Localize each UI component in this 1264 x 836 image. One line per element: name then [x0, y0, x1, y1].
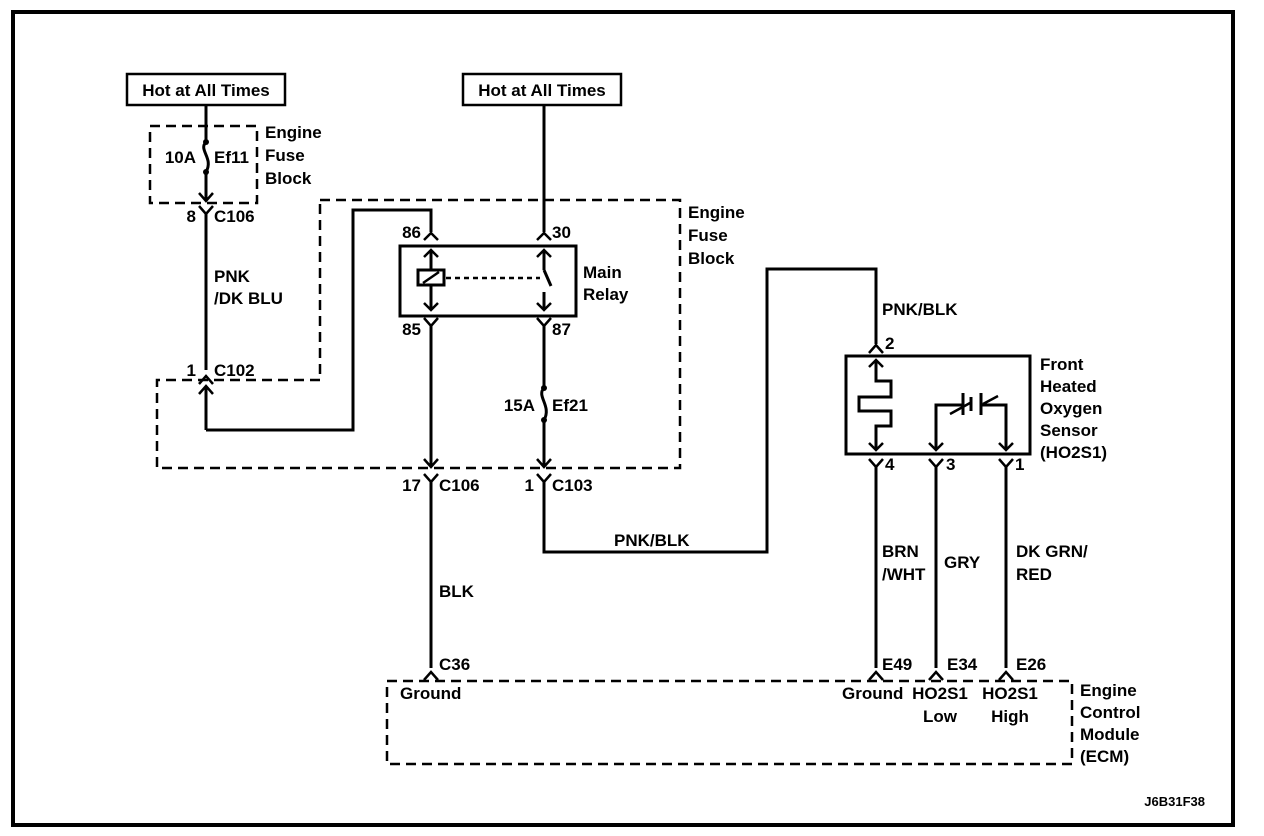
- connector-name: C106: [439, 476, 480, 495]
- sensor-pin: 2: [885, 334, 894, 353]
- ecm-terminal-label: Ground: [842, 684, 903, 703]
- ecm-terminal-label: HO2S1: [982, 684, 1038, 703]
- power-source-label: Hot at All Times: [478, 81, 606, 100]
- relay-label-line: Main: [583, 263, 622, 282]
- fuse-block-label-line: Engine: [265, 123, 322, 142]
- fuse-name: Ef11: [214, 148, 249, 167]
- relay-pin: 30: [552, 223, 571, 242]
- fuse-block-label-line: Engine: [688, 203, 745, 222]
- power-source-right: Hot at All Times: [461, 72, 623, 107]
- power-source-left: Hot at All Times: [125, 72, 287, 107]
- fuse-ef21: 15A Ef21: [504, 326, 588, 469]
- diagram-frame: [11, 10, 1235, 827]
- relay-pin: 86: [402, 223, 421, 242]
- connector-name: C103: [552, 476, 593, 495]
- connector-pin: 1: [187, 361, 196, 380]
- relay-pin: 85: [402, 320, 421, 339]
- sensor-label-line: Heated: [1040, 377, 1097, 396]
- wire-color-label: BRN: [882, 542, 919, 561]
- sensor-label-line: Front: [1040, 355, 1084, 374]
- ecm-terminal-label: Low: [923, 707, 958, 726]
- wire-color-label: BLK: [439, 582, 475, 601]
- wire-color-label: /WHT: [882, 565, 926, 584]
- fuse-rating: 15A: [504, 396, 535, 415]
- ecm-pin: E34: [947, 655, 978, 674]
- ecm-label-line: Engine: [1080, 681, 1137, 700]
- fuse-block-label-line: Block: [688, 249, 735, 268]
- sensor-label-line: Oxygen: [1040, 399, 1102, 418]
- fuse-rating: 10A: [165, 148, 196, 167]
- ecm-pin: C36: [439, 655, 470, 674]
- power-source-label: Hot at All Times: [142, 81, 270, 100]
- connector-name: C102: [214, 361, 255, 380]
- wire-color-label: PNK: [214, 267, 251, 286]
- wire-color-label: PNK/BLK: [614, 531, 690, 550]
- wire-color-label: DK GRN/: [1016, 542, 1088, 561]
- ecm-label-line: (ECM): [1080, 747, 1129, 766]
- ecm-pin: E49: [882, 655, 912, 674]
- wire-c103-to-sensor2: [542, 267, 878, 554]
- sensor-pin: 4: [885, 455, 895, 474]
- connector-c102-pin1: 1 C102: [187, 361, 255, 430]
- sensor-pin: 3: [946, 455, 955, 474]
- connector-name: C106: [214, 207, 255, 226]
- wire-color-label: /DK BLU: [214, 289, 283, 308]
- sensor-label-line: Sensor: [1040, 421, 1098, 440]
- wire-color-label: GRY: [944, 553, 981, 572]
- fuse-block-label-line: Fuse: [265, 146, 305, 165]
- connector-c106-pin8: 8 C106: [187, 205, 255, 370]
- engine-fuse-block-main: [155, 198, 682, 470]
- wire-color-label: PNK/BLK: [882, 300, 958, 319]
- engine-fuse-block-top: Engine Fuse Block: [148, 123, 322, 205]
- connector-pin: 1: [525, 476, 534, 495]
- sensor-pin: 1: [1015, 455, 1024, 474]
- ecm-terminal-label: Ground: [400, 684, 461, 703]
- fuse-ef11: 10A Ef11: [165, 105, 249, 203]
- connector-c106-pin17: 17 C106: [402, 473, 480, 668]
- wire-c102-to-relay86: [206, 208, 433, 432]
- engine-control-module: C36 Ground E49 Ground E34 HO2S1 Low E26 …: [385, 655, 1140, 766]
- ecm-pin: E26: [1016, 655, 1046, 674]
- wire-color-label: RED: [1016, 565, 1052, 584]
- ecm-label-line: Module: [1080, 725, 1140, 744]
- connector-pin: 17: [402, 476, 421, 495]
- arrow-icon: [423, 458, 439, 469]
- fuse-name: Ef21: [552, 396, 588, 415]
- sensor-label-line: (HO2S1): [1040, 443, 1107, 462]
- connector-pin: 8: [187, 207, 196, 226]
- oxygen-sensor-ho2s1: 2 4 3 1 Front Heated Oxygen Sensor (HO2S…: [844, 334, 1107, 474]
- fuse-block-label-line: Block: [265, 169, 312, 188]
- main-relay: 86 30 85 87 Main Relay: [398, 223, 629, 339]
- fuse-block-label-line: Fuse: [688, 226, 728, 245]
- relay-label-line: Relay: [583, 285, 629, 304]
- ecm-label-line: Control: [1080, 703, 1140, 722]
- relay-pin: 87: [552, 320, 571, 339]
- ecm-terminal-label: High: [991, 707, 1029, 726]
- figure-id: J6B31F38: [1144, 794, 1205, 809]
- connector-c103-pin1: 1 C103: [525, 473, 593, 495]
- ecm-terminal-label: HO2S1: [912, 684, 968, 703]
